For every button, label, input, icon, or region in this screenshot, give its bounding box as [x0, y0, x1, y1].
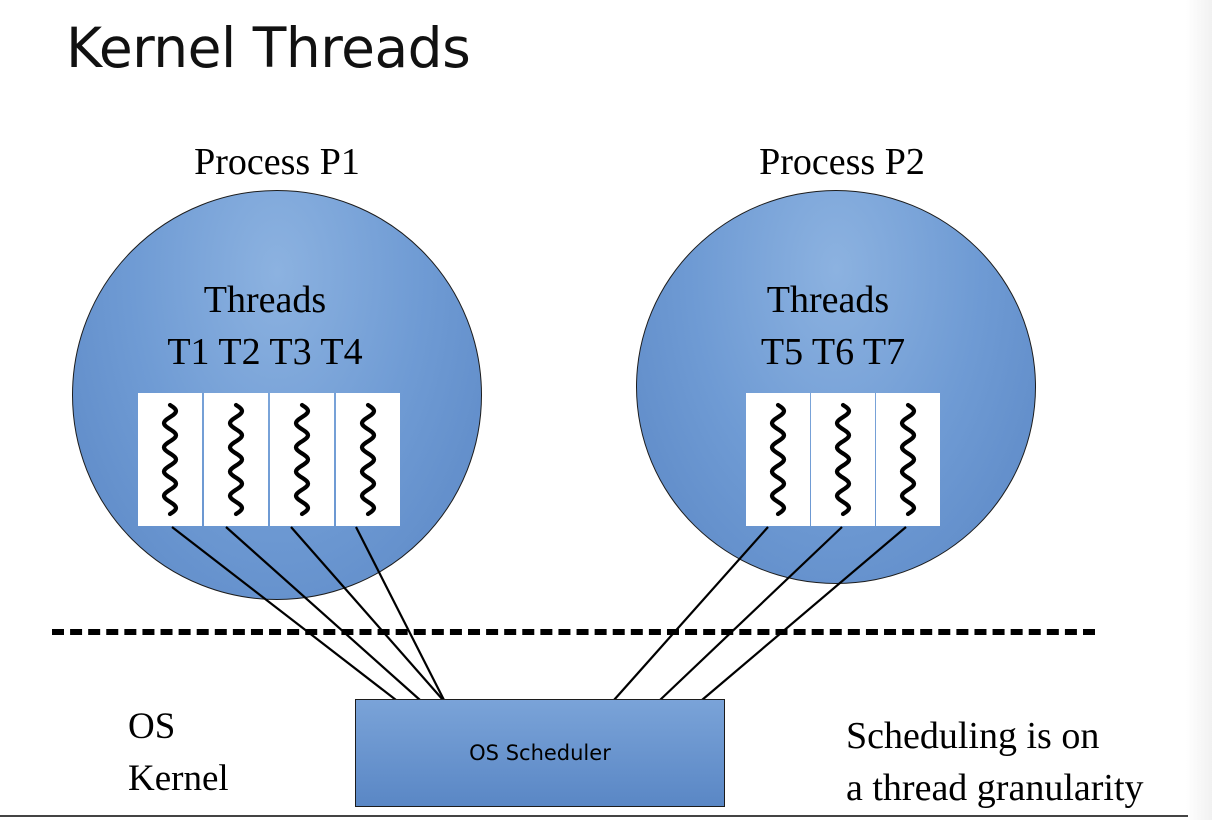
wavy-thread-icon: [834, 402, 852, 517]
connector-t4: [355, 526, 445, 701]
process-p2-threads-label: Threads: [766, 279, 890, 321]
thread-box-t3: [270, 393, 334, 526]
slide-edge-shade: [1186, 0, 1212, 820]
wavy-thread-icon: [227, 402, 245, 517]
connector-t7: [701, 526, 907, 701]
scheduling-note-line1: Scheduling is on: [846, 715, 1100, 757]
connector-t6: [659, 526, 843, 701]
thread-box-t4: [336, 393, 400, 526]
thread-box-t1: [138, 393, 202, 526]
scheduling-note-line2: a thread granularity: [846, 767, 1144, 809]
os-scheduler-box: OS Scheduler: [355, 699, 725, 807]
user-kernel-boundary: [52, 629, 1095, 635]
wavy-thread-icon: [899, 402, 917, 517]
thread-box-t7: [876, 393, 940, 526]
connector-t5: [613, 526, 769, 701]
process-p2-thread-ids: T5 T6 T7: [760, 331, 906, 373]
connector-t3: [290, 526, 444, 701]
thread-box-t6: [811, 393, 875, 526]
wavy-thread-icon: [161, 402, 179, 517]
connector-t1: [171, 526, 397, 701]
os-scheduler-label: OS Scheduler: [469, 741, 611, 765]
process-p2-label: Process P2: [759, 141, 925, 183]
connector-t2: [225, 526, 421, 701]
process-p1-thread-ids: T1 T2 T3 T4: [167, 331, 363, 373]
thread-box-t2: [204, 393, 268, 526]
wavy-thread-icon: [769, 402, 787, 517]
wavy-thread-icon: [359, 402, 377, 517]
slide-title: Kernel Threads: [66, 16, 471, 80]
wavy-thread-icon: [293, 402, 311, 517]
process-p1-threads-label: Threads: [203, 279, 327, 321]
os-kernel-label-line2: Kernel: [128, 758, 229, 799]
process-p1-label: Process P1: [194, 141, 360, 183]
thread-box-t5: [746, 393, 810, 526]
os-kernel-label-line1: OS: [128, 706, 176, 747]
slide-bottom-rule: [0, 815, 1188, 817]
